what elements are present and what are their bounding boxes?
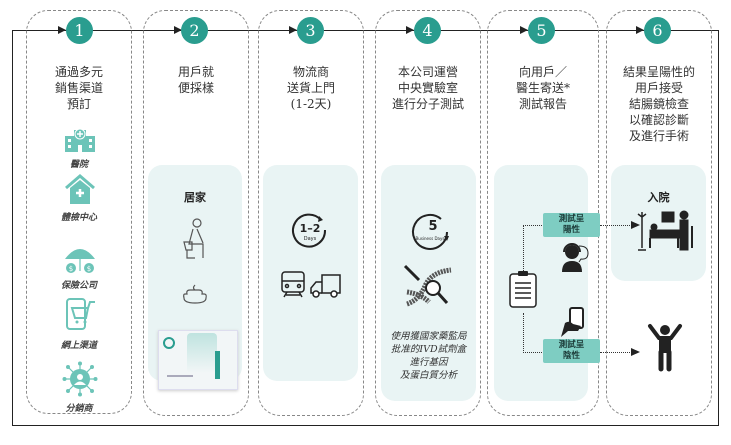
step-3-column — [258, 10, 364, 416]
step-2-number: 2 — [181, 17, 208, 44]
arrow-head — [520, 26, 528, 34]
delivery-days-sub: Days — [304, 236, 317, 242]
step-4-number: 4 — [414, 17, 441, 44]
delivery-days-text: 1–2 — [300, 222, 321, 235]
step-2-panel-title: 居家 — [184, 191, 206, 204]
channel-distributor-label: 分銷商 — [65, 404, 93, 414]
delivery-days-icon: 1–2 Days — [292, 213, 327, 248]
negative-arrow-line — [600, 352, 632, 353]
step-5-title: 向用戶／ 醫生寄送* 測試報告 — [515, 65, 570, 111]
doctor-consult-icon — [562, 243, 589, 272]
report-clipboard-icon — [509, 271, 537, 308]
health-center-icon — [65, 174, 95, 204]
insurance-umbrella-icon: $ $ — [65, 249, 95, 273]
step-2-title: 用戶就 便採樣 — [177, 65, 214, 95]
healthy-person-icon — [648, 324, 682, 372]
dna-analysis-icon — [403, 264, 452, 307]
business-days-text: 5 — [428, 219, 437, 234]
hospital-bed-icon — [637, 210, 693, 251]
step-4-note: 使用獲國家藥監局 批准的IVD試劑盒 進行基因 及蛋白質分析 — [390, 331, 467, 381]
business-days-icon: 5 Business Days — [412, 214, 449, 250]
hospital-icon — [65, 128, 95, 152]
train-icon — [281, 271, 305, 298]
arrow-head — [289, 26, 297, 34]
distributor-network-icon — [62, 361, 98, 397]
stool-sample-icon — [183, 284, 207, 304]
arrow-head — [636, 26, 644, 34]
step-1-title: 通過多元 銷售渠道 預訂 — [54, 65, 103, 111]
step-4-column — [375, 10, 481, 416]
svg-text:$: $ — [69, 265, 73, 273]
step-6-panel-title: 入院 — [647, 191, 670, 204]
positive-result-badge: 測試呈 陽性 — [543, 213, 600, 237]
step-3-panel — [263, 165, 358, 381]
channel-insurance-label: 保險公司 — [60, 281, 97, 291]
negative-result-badge: 測試呈 陰性 — [543, 339, 600, 363]
step-1-number: 1 — [66, 17, 93, 44]
step-6-column — [606, 10, 712, 416]
step-6-panel — [611, 165, 706, 281]
svg-text:$: $ — [87, 265, 91, 273]
channel-online-label: 網上渠道 — [60, 341, 97, 351]
positive-arrow-head — [631, 221, 640, 229]
step-6-number: 6 — [644, 17, 671, 44]
truck-icon — [310, 274, 341, 298]
mobile-report-icon — [561, 307, 584, 337]
step-3-title: 物流商 送貨上門 (1-2天) — [286, 65, 335, 111]
arrow-head — [406, 26, 414, 34]
business-days-sub: Business Days — [416, 236, 445, 241]
positive-connector — [523, 225, 544, 273]
negative-connector — [523, 313, 544, 353]
arrow-head — [58, 26, 66, 34]
channel-hospital-label: 醫院 — [69, 160, 88, 170]
positive-arrow-line — [600, 225, 632, 226]
step-1-column — [26, 10, 132, 414]
step-6-title: 結果呈陽性的 用戶接受 結腸鏡檢查 以確認診斷 及進行手術 — [622, 65, 695, 143]
step-5-number: 5 — [528, 17, 555, 44]
toilet-person-icon — [183, 218, 204, 259]
step-3-number: 3 — [297, 17, 324, 44]
flow-frame — [12, 30, 719, 426]
test-kit-image — [158, 330, 238, 390]
online-shopping-icon — [66, 298, 95, 330]
channel-health-center-label: 體檢中心 — [60, 213, 97, 223]
step-4-title: 本公司運營 中央實驗室 進行分子測試 — [391, 65, 464, 111]
arrow-head — [174, 26, 182, 34]
negative-arrow-head — [631, 348, 640, 356]
step-2-column — [143, 10, 249, 416]
